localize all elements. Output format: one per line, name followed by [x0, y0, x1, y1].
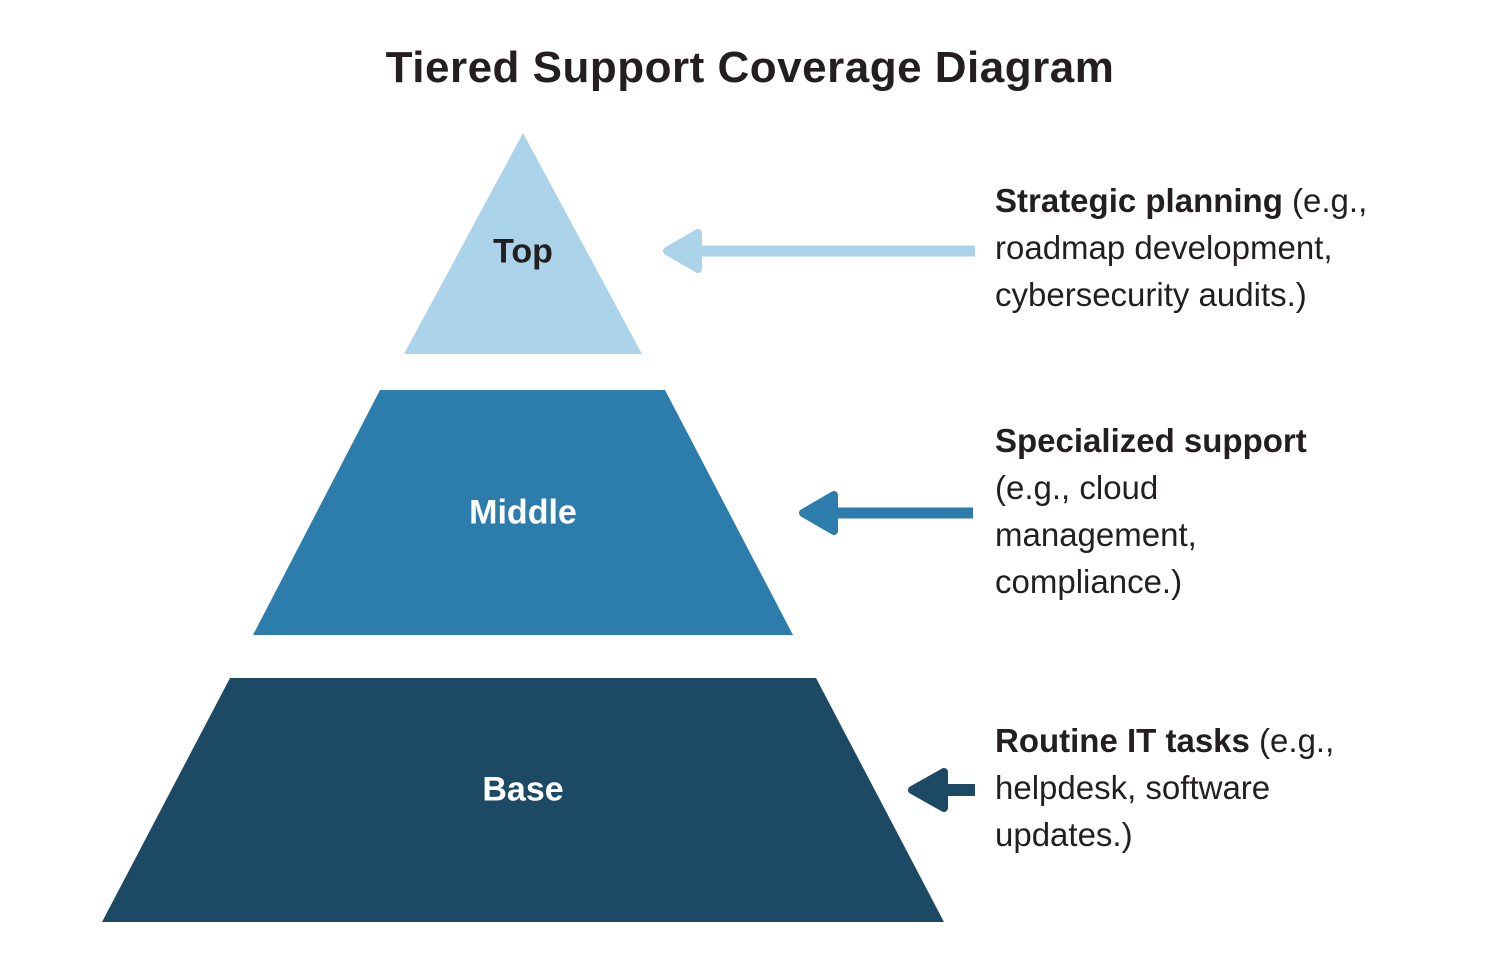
pyramid-tier-middle-shape — [253, 390, 793, 635]
arrow-base-head-icon — [908, 768, 948, 812]
pyramid-tier-base-shape — [102, 678, 944, 922]
tier-label-base: Base — [482, 770, 564, 809]
arrow-middle-head-icon — [799, 491, 838, 535]
diagram-title: Tiered Support Coverage Diagram — [385, 43, 1115, 92]
annotation-strategic-planning: Strategic planning (e.g., roadmap develo… — [995, 177, 1367, 318]
annotation-line: cybersecurity audits.) — [995, 276, 1307, 313]
annotation-bold-text: Routine IT tasks — [995, 722, 1250, 759]
annotation-line: helpdesk, software — [995, 769, 1271, 806]
annotation-line: (e.g., cloud — [995, 469, 1159, 506]
annotation-line: Routine IT tasks (e.g., — [995, 717, 1334, 764]
arrow-middle — [799, 491, 973, 535]
pyramid-tier-top-shape — [404, 133, 642, 354]
annotation-line: management, — [995, 516, 1197, 553]
annotation-regular-text: (e.g., — [1249, 722, 1335, 759]
annotation-line: roadmap development, — [995, 229, 1333, 266]
annotation-line: updates.) — [995, 816, 1133, 853]
annotation-routine-it-tasks: Routine IT tasks (e.g., helpdesk, softwa… — [995, 717, 1334, 858]
annotation-bold-text: Specialized support — [995, 422, 1307, 459]
annotation-line: Strategic planning (e.g., — [995, 177, 1367, 224]
annotation-bold-text: Strategic planning — [995, 182, 1283, 219]
annotation-specialized-support: Specialized support (e.g., cloud managem… — [995, 417, 1307, 605]
tier-label-middle: Middle — [469, 493, 577, 532]
annotation-line: compliance.) — [995, 563, 1183, 600]
annotation-line: Specialized support — [995, 417, 1307, 464]
arrow-top-head-icon — [663, 229, 702, 273]
annotation-regular-text: (e.g., — [1282, 182, 1368, 219]
tier-label-top: Top — [493, 232, 553, 271]
arrow-top — [663, 229, 975, 273]
arrow-base — [908, 768, 975, 812]
